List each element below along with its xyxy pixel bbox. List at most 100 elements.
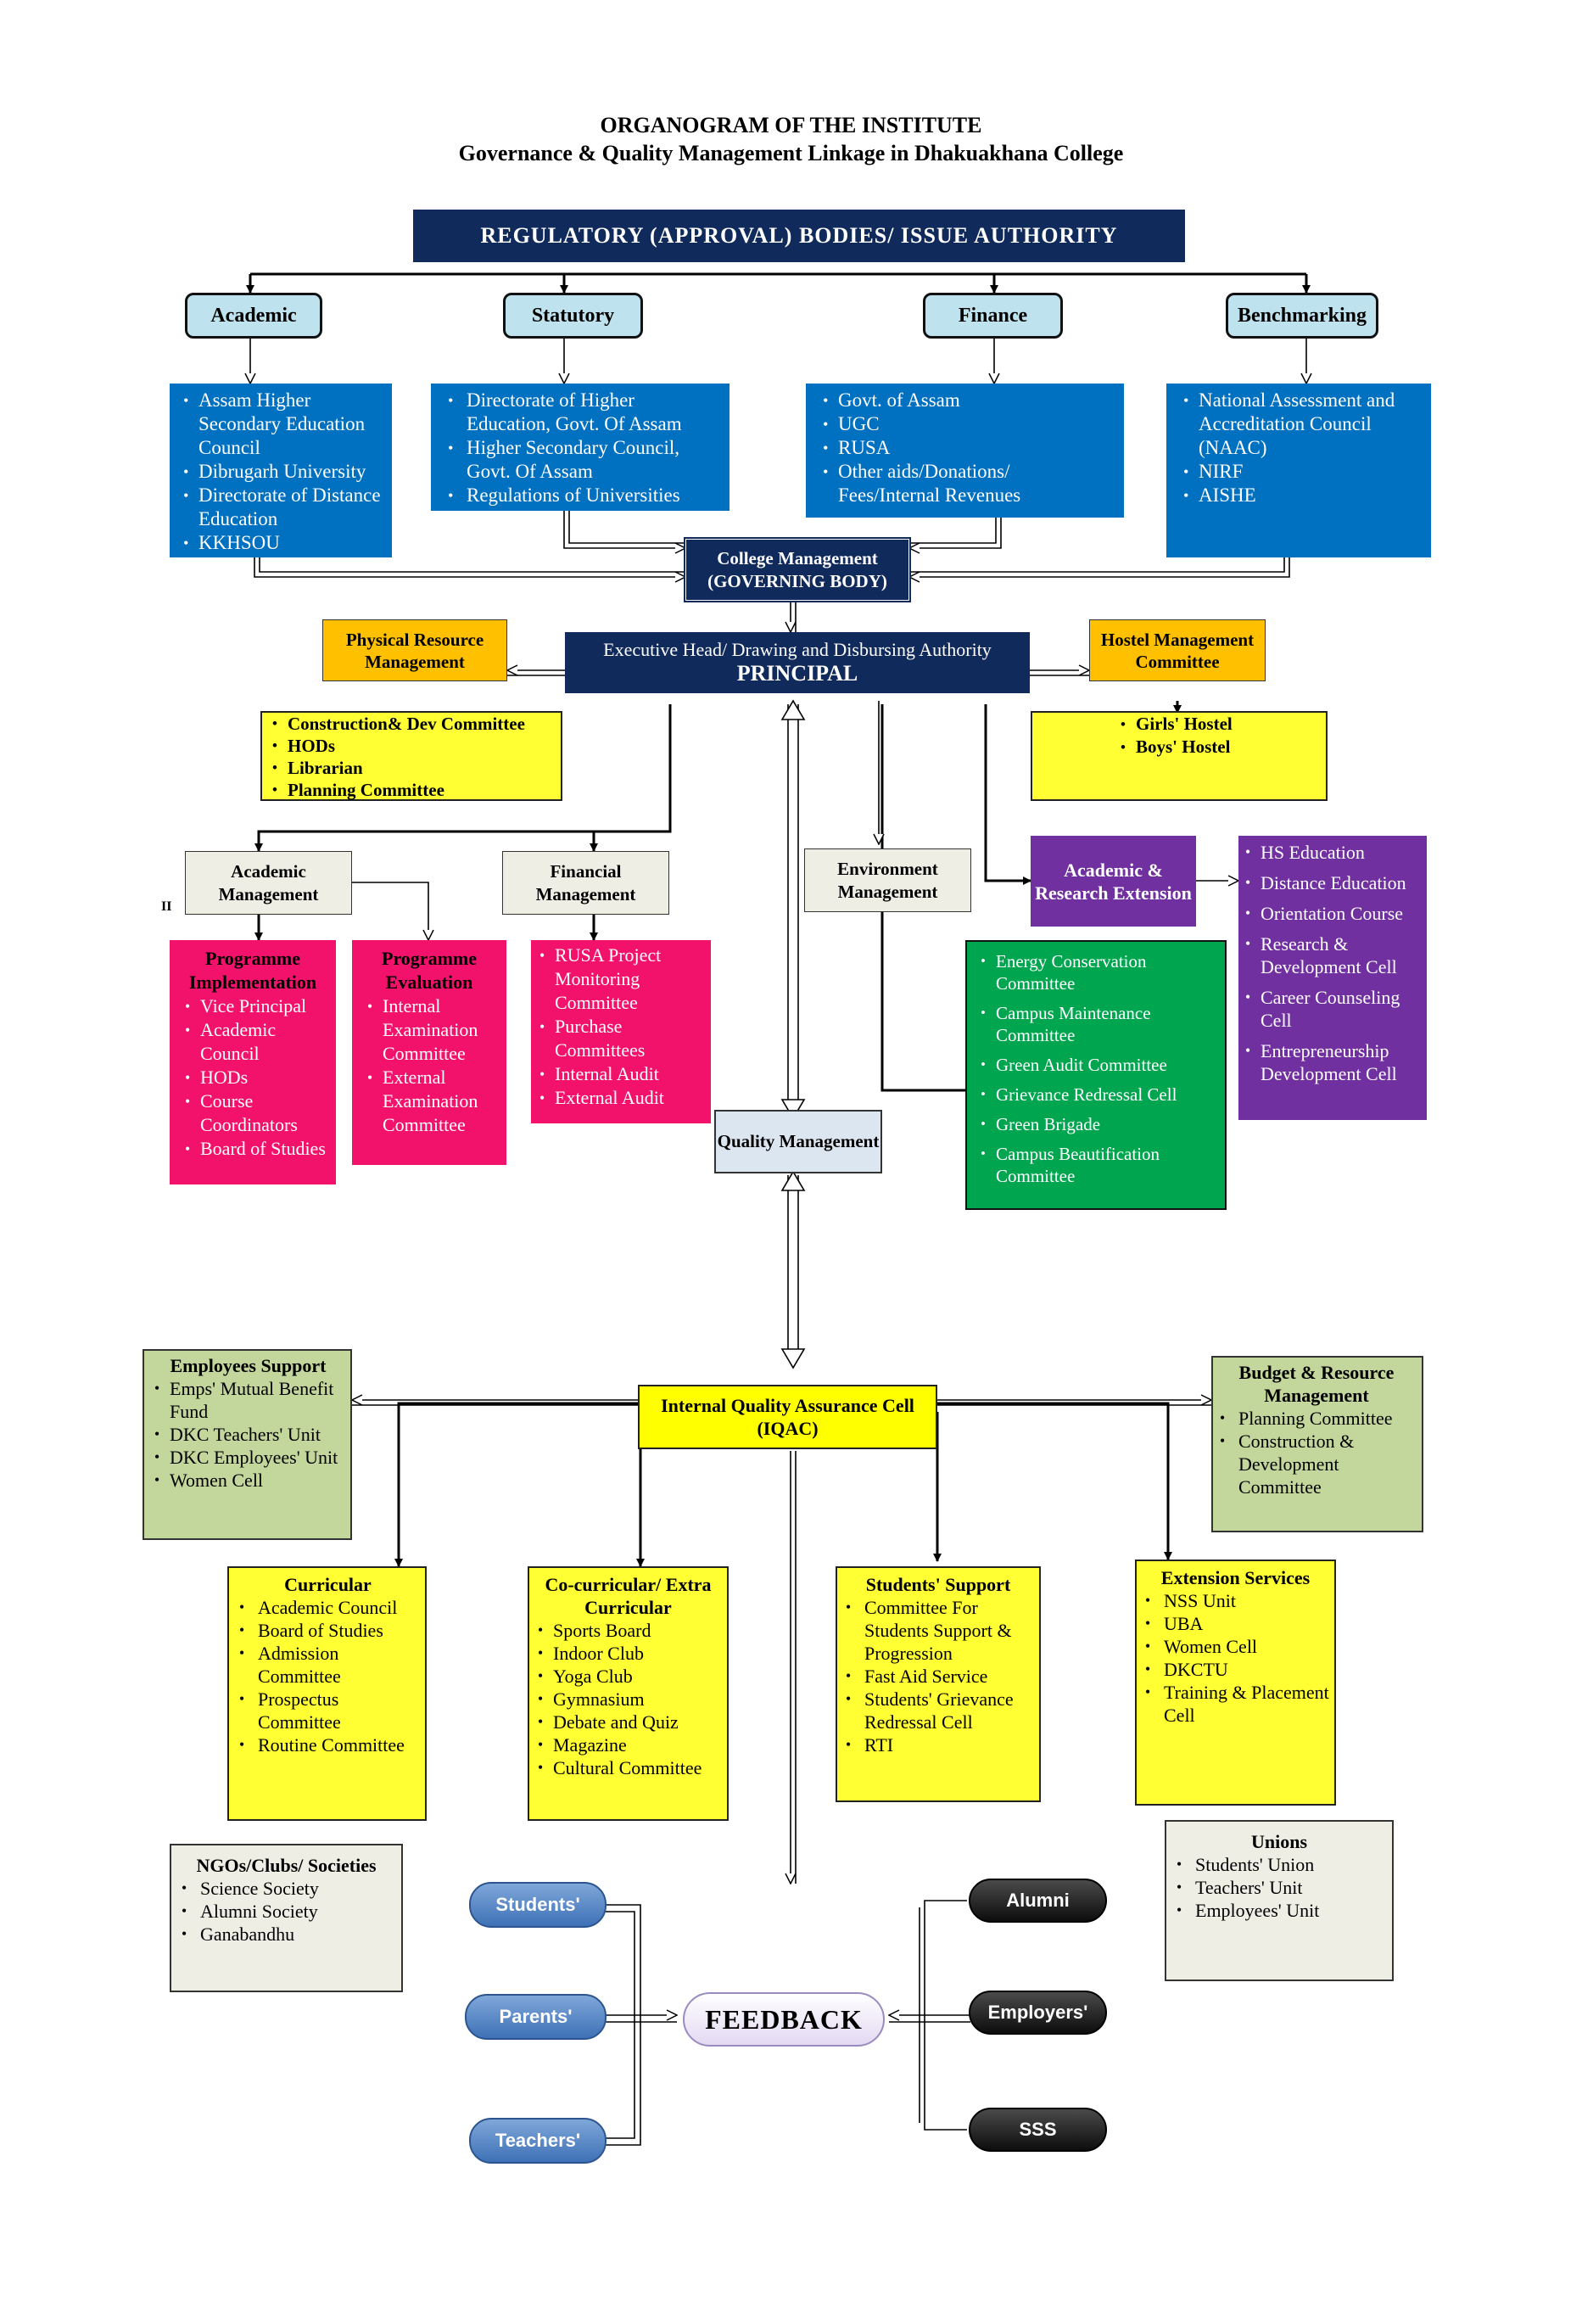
feedback-sss: SSS — [969, 2108, 1107, 2152]
quality-management-box: Quality Management — [714, 1110, 882, 1173]
list-item: Entrepreneurship Development Cell — [1242, 1039, 1422, 1085]
list-item: Girls' Hostel — [1117, 713, 1326, 736]
list-item: Gymnasium — [534, 1688, 722, 1711]
list-item: Campus Maintenance Committee — [977, 1002, 1220, 1046]
list-item: Yoga Club — [534, 1665, 722, 1688]
list-item: UGC — [819, 412, 1115, 436]
hostel-management-box: Hostel Management Committee — [1089, 619, 1266, 681]
finance-bodies-box: Govt. of AssamUGCRUSAOther aids/Donation… — [806, 384, 1124, 518]
list-item: NIRF — [1180, 460, 1423, 484]
list-item: Distance Education — [1242, 871, 1422, 894]
list-item: Construction & Development Committee — [1216, 1430, 1417, 1498]
principal-role: Executive Head/ Drawing and Disbursing A… — [603, 639, 992, 660]
page-title: ORGANOGRAM OF THE INSTITUTE — [600, 113, 982, 137]
list-item: Orientation Course — [1242, 902, 1422, 925]
list-item: Magazine — [534, 1733, 722, 1756]
list-item: Course Coordinators — [182, 1089, 331, 1137]
list-item: Fast Aid Service — [842, 1665, 1034, 1688]
list-item: RUSA — [819, 436, 1115, 460]
list-item: RTI — [842, 1733, 1034, 1756]
academic-bodies-box: Assam Higher Secondary Education Council… — [170, 384, 392, 557]
ngos-box: NGOs/Clubs/ Societies Science SocietyAlu… — [170, 1844, 403, 1992]
list-item: Planning Committee — [269, 779, 556, 801]
list-item: Indoor Club — [534, 1642, 722, 1665]
list-item: Emps' Mutual Benefit Fund — [151, 1377, 345, 1423]
list-item: Career Counseling Cell — [1242, 986, 1422, 1032]
list-item: Campus Beautification Committee — [977, 1143, 1220, 1187]
list-item: Women Cell — [151, 1469, 345, 1492]
list-item: Routine Committee — [236, 1733, 420, 1756]
programme-implementation-title: Programme Implementation — [188, 948, 317, 993]
environment-items-box: Energy Conservation CommitteeCampus Main… — [965, 940, 1227, 1210]
list-item: UBA — [1142, 1612, 1329, 1635]
list-item: Training & Placement Cell — [1142, 1681, 1329, 1727]
list-item: Research & Development Cell — [1242, 932, 1422, 978]
list-item: Employees' Unit — [1173, 1899, 1385, 1922]
iqac-line2: (IQAC) — [757, 1418, 819, 1439]
category-statutory: Statutory — [503, 293, 643, 339]
list-item: DKC Teachers' Unit — [151, 1423, 345, 1446]
list-item: Govt. of Assam — [819, 389, 1115, 412]
academic-management-box: Academic Management — [185, 851, 352, 915]
list-item: Committee For Students Support & Progres… — [842, 1596, 1034, 1665]
regulatory-bodies-banner: REGULATORY (APPROVAL) BODIES/ ISSUE AUTH… — [413, 210, 1185, 262]
list-item: Science Society — [178, 1877, 394, 1900]
list-item: Other aids/Donations/ Fees/Internal Reve… — [819, 460, 1115, 507]
category-academic: Academic — [185, 293, 322, 339]
list-item: KKHSOU — [180, 531, 383, 555]
unions-title: Unions — [1250, 1831, 1308, 1852]
extension-items-box: HS EducationDistance EducationOrientatio… — [1238, 836, 1427, 1120]
list-item: Board of Studies — [236, 1619, 420, 1642]
list-item: DKC Employees' Unit — [151, 1446, 345, 1469]
financial-items-box: RUSA Project Monitoring CommitteePurchas… — [531, 940, 711, 1123]
curricular-box: Curricular Academic CouncilBoard of Stud… — [227, 1566, 427, 1821]
list-item: Teachers' Unit — [1173, 1876, 1385, 1899]
category-benchmarking: Benchmarking — [1226, 293, 1378, 339]
list-item: Planning Committee — [1216, 1407, 1417, 1430]
list-item: Green Audit Committee — [977, 1054, 1220, 1076]
ngos-title: NGOs/Clubs/ Societies — [196, 1855, 377, 1876]
list-item: Prospectus Committee — [236, 1688, 420, 1733]
list-item: Directorate of Distance Education — [180, 484, 383, 531]
list-item: Vice Principal — [182, 994, 331, 1018]
budget-resource-box: Budget & Resource Management Planning Co… — [1211, 1356, 1423, 1532]
programme-implementation-box: Programme Implementation Vice PrincipalA… — [170, 940, 336, 1184]
list-item: Higher Secondary Council, Govt. Of Assam — [444, 436, 721, 484]
governing-body-box: College Management (GOVERNING BODY) — [684, 537, 911, 602]
cocurricular-title: Co-curricular/ Extra Curricular — [545, 1574, 712, 1618]
list-item: Academic Council — [182, 1018, 331, 1066]
list-item: Students' Grievance Redressal Cell — [842, 1688, 1034, 1733]
extension-services-box: Extension Services NSS UnitUBAWomen Cell… — [1135, 1560, 1336, 1806]
list-item: Women Cell — [1142, 1635, 1329, 1658]
list-item: HS Education — [1242, 841, 1422, 864]
list-item: Internal Audit — [536, 1062, 706, 1086]
list-item: RUSA Project Monitoring Committee — [536, 944, 706, 1015]
feedback-parents: Parents' — [465, 1994, 607, 2040]
list-item: NSS Unit — [1142, 1589, 1329, 1612]
iqac-box: Internal Quality Assurance Cell (IQAC) — [638, 1385, 937, 1449]
principal-title: PRINCIPAL — [736, 661, 858, 686]
list-item: Purchase Committees — [536, 1015, 706, 1062]
list-item: Dibrugarh University — [180, 460, 383, 484]
feedback-teachers: Teachers' — [469, 2118, 607, 2164]
stray-mark: II — [161, 899, 172, 914]
cocurricular-box: Co-curricular/ Extra Curricular Sports B… — [528, 1566, 729, 1821]
list-item: National Assessment and Accreditation Co… — [1180, 389, 1423, 460]
statutory-bodies-box: Directorate of Higher Education, Govt. O… — [431, 384, 730, 511]
list-item: Internal Examination Committee — [364, 994, 501, 1066]
list-item: Grievance Redressal Cell — [977, 1084, 1220, 1106]
financial-management-box: Financial Management — [502, 851, 669, 915]
governing-body-line2: (GOVERNING BODY) — [707, 570, 887, 591]
list-item: Directorate of Higher Education, Govt. O… — [444, 389, 721, 436]
list-item: Academic Council — [236, 1596, 420, 1619]
unions-box: Unions Students' UnionTeachers' UnitEmpl… — [1165, 1820, 1394, 1981]
list-item: Cultural Committee — [534, 1756, 722, 1779]
hostel-list: Girls' HostelBoys' Hostel — [1031, 711, 1328, 801]
governing-body-line1: College Management — [717, 547, 878, 568]
list-item: Board of Studies — [182, 1137, 331, 1161]
environment-management-box: Environment Management — [804, 848, 971, 912]
list-item: Debate and Quiz — [534, 1711, 722, 1733]
benchmark-bodies-box: National Assessment and Accreditation Co… — [1166, 384, 1431, 557]
feedback-students: Students' — [469, 1882, 607, 1928]
